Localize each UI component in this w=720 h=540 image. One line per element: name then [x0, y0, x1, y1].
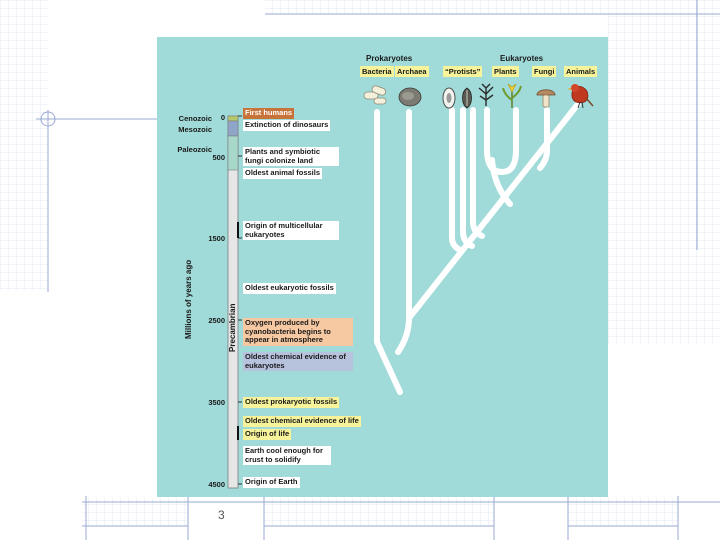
tree-branch-eukaryote-trunk: [398, 318, 409, 352]
event-first-humans: First humans: [243, 108, 294, 119]
protist-icon-2: [458, 86, 476, 110]
axis-tick-4500: 4500: [185, 480, 225, 489]
lineage-label-fungi: Fungi: [532, 66, 556, 77]
event-oldest-animal-fossils: Oldest animal fossils: [243, 168, 322, 179]
tree-branch-protist-3: [473, 110, 482, 236]
event-multicellular-eukaryotes: Origin of multicellular eukaryotes: [243, 221, 339, 240]
protist-icon-3: [476, 82, 496, 108]
axis-tick-0: 0: [185, 113, 225, 122]
era-label-mesozoic: Mesozoic: [160, 125, 212, 134]
lineage-label-protists: “Protists”: [443, 66, 482, 77]
event-oldest-eukaryotic-fossils: Oldest eukaryotic fossils: [243, 283, 336, 294]
event-oxygen-in-atmosphere: Oxygen produced by cyanobacteria begins …: [243, 318, 353, 346]
event-origin-of-earth: Origin of Earth: [243, 477, 300, 488]
lineage-label-archaea: Archaea: [395, 66, 429, 77]
animal-icon: [566, 80, 594, 110]
axis-tick-500: 500: [185, 153, 225, 162]
plant-icon: [500, 82, 524, 110]
tree-branch-fungi: [540, 110, 547, 168]
group-label-eukaryotes: Eukaryotes: [500, 54, 543, 63]
event-earth-crust-solidify: Earth cool enough for crust to solidify: [243, 446, 331, 465]
lineage-label-animals: Animals: [564, 66, 597, 77]
geologic-timeline: [224, 112, 244, 492]
lineage-label-bacteria: Bacteria: [360, 66, 394, 77]
fungi-icon: [535, 84, 557, 110]
axis-tick-2500: 2500: [185, 316, 225, 325]
tree-branch-eukaryotes: [409, 104, 578, 318]
tree-branch-protist-1: [452, 110, 460, 250]
bacteria-icon: [362, 84, 390, 108]
axis-title: Millions of years ago: [184, 260, 193, 339]
event-origin-of-life: Origin of life: [243, 429, 291, 440]
axis-tick-3500: 3500: [185, 398, 225, 407]
event-oldest-prokaryotic-fossils: Oldest prokaryotic fossils: [243, 397, 339, 408]
event-plants-colonize-land: Plants and symbiotic fungi colonize land: [243, 147, 339, 166]
archaea-icon: [397, 86, 423, 108]
event-chemical-evidence-of-life: Oldest chemical evidence of life: [243, 416, 361, 427]
protist-icon-1: [441, 86, 457, 110]
event-extinction-of-dinosaurs: Extinction of dinosaurs: [243, 120, 330, 131]
axis-tick-1500: 1500: [185, 234, 225, 243]
group-label-prokaryotes: Prokaryotes: [366, 54, 412, 63]
slide-number: 3: [218, 508, 225, 522]
lineage-label-plants: Plants: [492, 66, 519, 77]
event-chemical-evidence-eukaryotes: Oldest chemical evidence of eukaryotes: [243, 352, 353, 371]
era-label-precambrian: Precambrian: [228, 304, 237, 352]
